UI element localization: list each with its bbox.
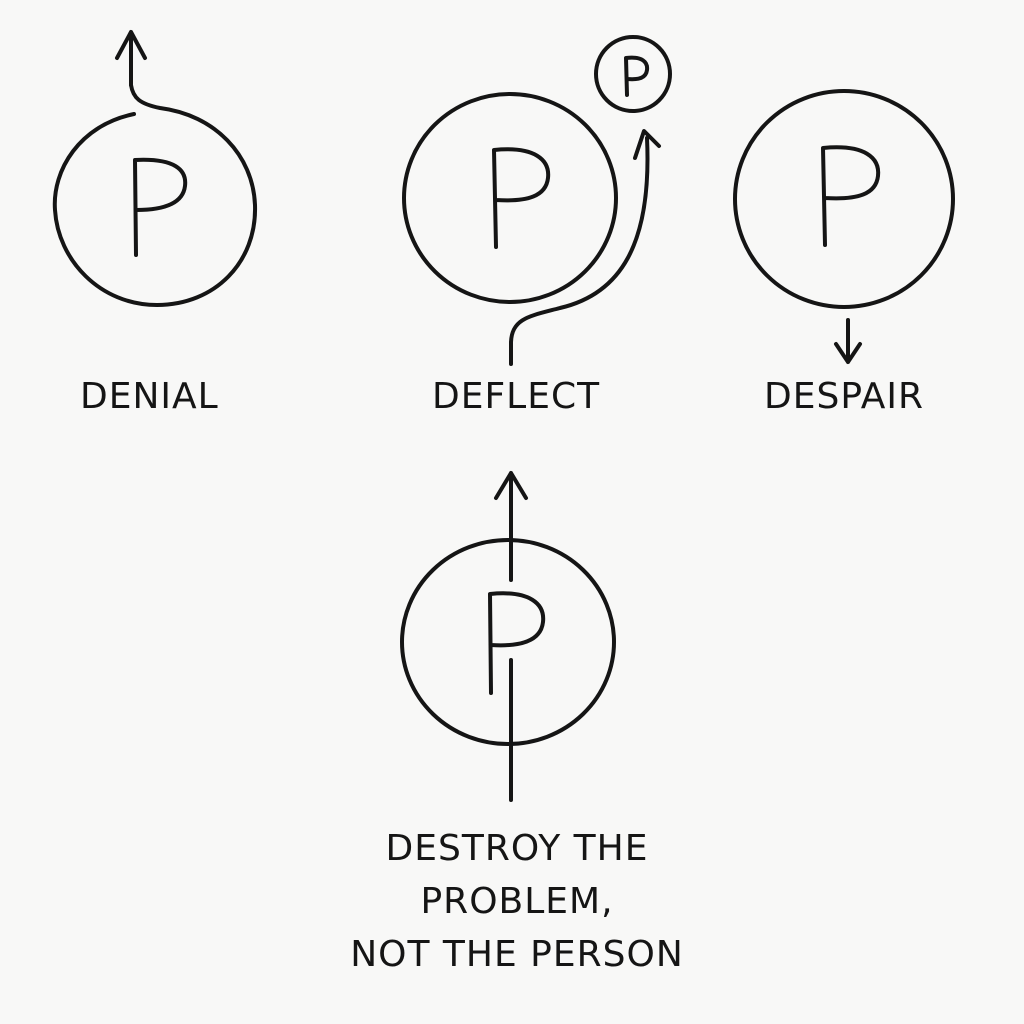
resolution-caption: DESTROY THE PROBLEM, NOT THE PERSON bbox=[312, 822, 722, 981]
denial-p-glyph bbox=[133, 157, 188, 257]
deflect-figure bbox=[402, 35, 672, 366]
caption-line-2: PROBLEM, bbox=[420, 881, 614, 922]
deflect-label: DEFLECT bbox=[432, 376, 601, 417]
destroy-circle bbox=[400, 538, 616, 746]
deflect-small-p-glyph bbox=[624, 55, 650, 97]
despair-label: DESPAIR bbox=[764, 376, 924, 417]
despair-arrow-icon bbox=[834, 318, 862, 364]
deflect-arrow-icon bbox=[509, 129, 661, 366]
denial-figure bbox=[52, 30, 258, 307]
deflect-small-circle bbox=[594, 35, 672, 113]
destroy-arrow-icon bbox=[494, 471, 528, 802]
caption-line-3: NOT THE PERSON bbox=[350, 934, 684, 975]
caption-line-1: DESTROY THE bbox=[385, 828, 649, 869]
despair-circle bbox=[733, 89, 955, 309]
deflect-circle bbox=[402, 92, 618, 304]
denial-circle bbox=[52, 83, 258, 307]
destroy-p-glyph bbox=[488, 591, 546, 695]
destroy-figure bbox=[400, 471, 616, 802]
despair-p-glyph bbox=[821, 145, 881, 247]
denial-arrow-icon bbox=[115, 30, 147, 87]
despair-figure bbox=[733, 89, 955, 364]
deflect-p-glyph bbox=[492, 147, 551, 249]
denial-label: DENIAL bbox=[80, 376, 219, 417]
